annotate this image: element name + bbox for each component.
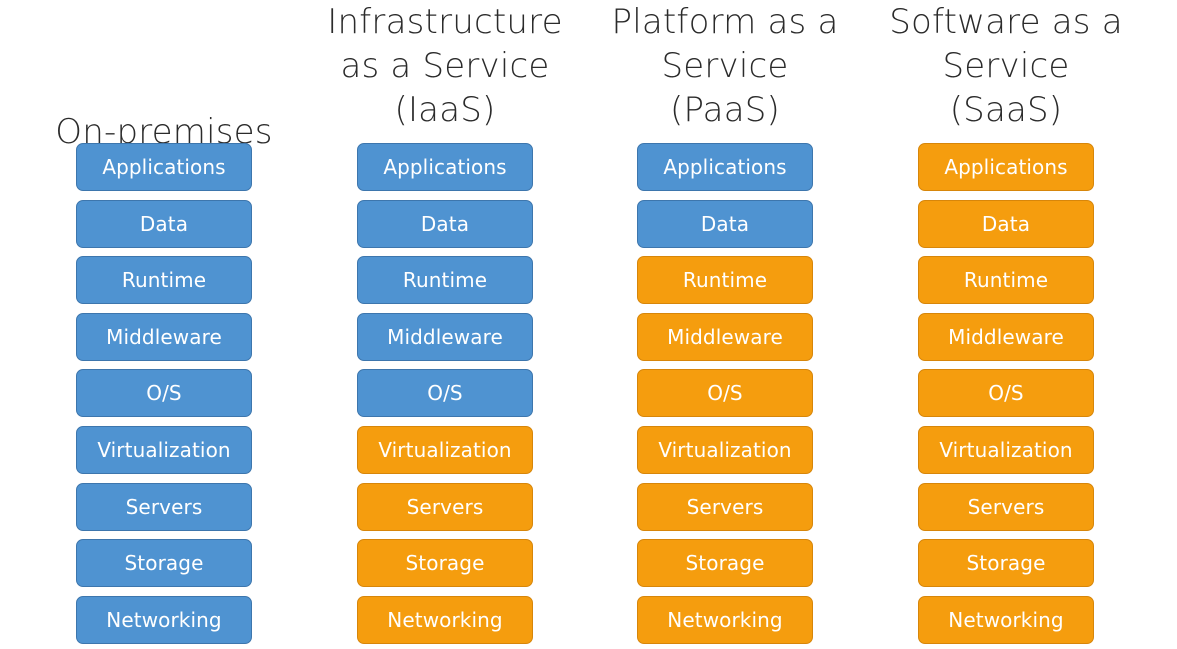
layer-networking: Networking [357, 596, 533, 644]
layer-data: Data [76, 200, 252, 248]
column-title-line: as a Service [340, 46, 550, 86]
column-title-line: Service [942, 46, 1070, 86]
layer-runtime: Runtime [918, 256, 1094, 304]
layer-storage: Storage [918, 539, 1094, 587]
column-title-line: (SaaS) [949, 90, 1063, 130]
layer-middleware: Middleware [76, 313, 252, 361]
layer-o-s: O/S [637, 369, 813, 417]
column-title-line: (IaaS) [394, 90, 496, 130]
layer-o-s: O/S [357, 369, 533, 417]
layer-virtualization: Virtualization [357, 426, 533, 474]
column-title-line: Infrastructure [327, 2, 563, 42]
column-title-line: Software as a [889, 2, 1123, 42]
layer-applications: Applications [357, 143, 533, 191]
layer-storage: Storage [637, 539, 813, 587]
layer-runtime: Runtime [637, 256, 813, 304]
layer-servers: Servers [918, 483, 1094, 531]
layer-servers: Servers [637, 483, 813, 531]
layer-data: Data [918, 200, 1094, 248]
layer-o-s: O/S [76, 369, 252, 417]
layer-storage: Storage [357, 539, 533, 587]
column-title-on-premises: On-premises [36, 0, 292, 152]
layer-runtime: Runtime [357, 256, 533, 304]
layer-applications: Applications [637, 143, 813, 191]
layer-applications: Applications [76, 143, 252, 191]
layer-networking: Networking [918, 596, 1094, 644]
layer-applications: Applications [918, 143, 1094, 191]
layer-servers: Servers [76, 483, 252, 531]
layer-networking: Networking [637, 596, 813, 644]
column-title-line: Platform as a [611, 2, 839, 42]
layer-middleware: Middleware [637, 313, 813, 361]
layer-servers: Servers [357, 483, 533, 531]
layer-storage: Storage [76, 539, 252, 587]
layer-virtualization: Virtualization [76, 426, 252, 474]
column-title-line: Service [661, 46, 789, 86]
layer-middleware: Middleware [918, 313, 1094, 361]
layer-virtualization: Virtualization [918, 426, 1094, 474]
layer-virtualization: Virtualization [637, 426, 813, 474]
layer-o-s: O/S [918, 369, 1094, 417]
layer-middleware: Middleware [357, 313, 533, 361]
layer-data: Data [637, 200, 813, 248]
layer-data: Data [357, 200, 533, 248]
layer-networking: Networking [76, 596, 252, 644]
layer-runtime: Runtime [76, 256, 252, 304]
column-title-line: (PaaS) [670, 90, 780, 130]
